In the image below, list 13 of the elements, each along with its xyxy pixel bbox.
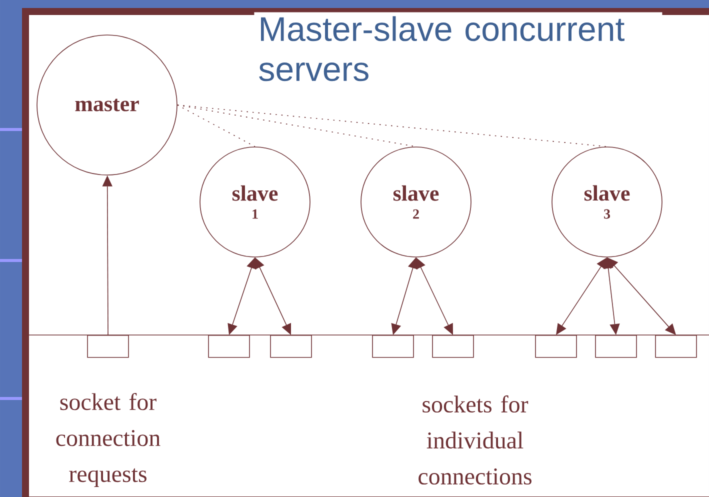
socket-box [87, 335, 129, 358]
socket-box [655, 335, 697, 358]
connector-line [177, 104, 608, 147]
socket-box [208, 335, 250, 358]
connector-line [177, 104, 256, 147]
socket-box [432, 335, 474, 358]
socket-box [595, 335, 637, 358]
socket-box [270, 335, 312, 358]
socket-box [535, 335, 577, 358]
title: Master-slave concurrent servers [254, 12, 662, 86]
socket-box [372, 335, 414, 358]
caption-text: sockets for individual connections [418, 395, 532, 485]
caption-text: socket for connection requests [56, 393, 160, 487]
